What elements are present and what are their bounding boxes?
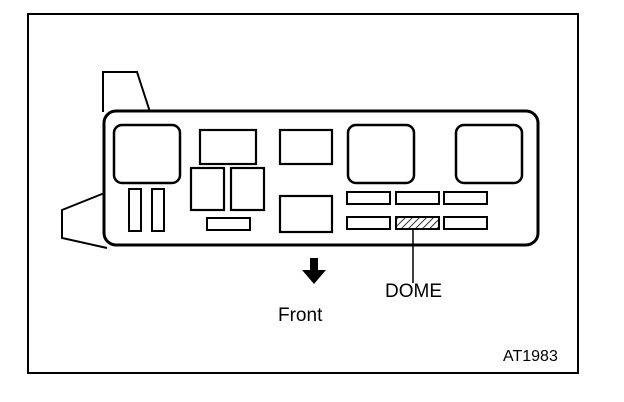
fuse-vertical	[151, 188, 165, 232]
fuse	[395, 191, 440, 205]
relay-large	[454, 123, 524, 185]
dome-label: DOME	[385, 281, 442, 302]
fuse-small	[206, 217, 251, 231]
mounting-tab-top	[102, 71, 151, 113]
figure-code: AT1983	[503, 348, 558, 365]
fuse	[346, 191, 391, 205]
relay-large	[112, 123, 182, 185]
fuse-dome-highlighted	[395, 216, 440, 230]
relay-medium	[229, 166, 266, 212]
relay-medium	[278, 194, 334, 234]
fuse-vertical	[128, 188, 142, 232]
relay-medium	[198, 128, 258, 166]
relay-large	[346, 123, 416, 185]
fuse	[443, 216, 488, 230]
fuse	[346, 216, 391, 230]
arrow-down-icon	[302, 258, 326, 284]
relay-medium	[189, 166, 226, 212]
relay-medium	[278, 128, 334, 166]
fuse	[443, 191, 488, 205]
figure-frame	[27, 13, 579, 374]
front-label: Front	[278, 305, 323, 326]
mounting-tab-left	[61, 191, 108, 249]
